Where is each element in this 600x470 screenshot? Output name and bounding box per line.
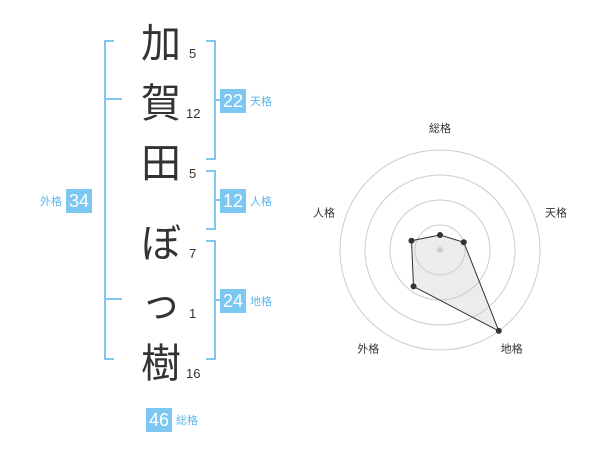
jinkaku-label: 人格 <box>250 195 273 208</box>
name-char-5: っ <box>141 281 181 327</box>
name-char-4: ぼ <box>141 221 181 267</box>
radar-axis-label-5: 人格 <box>313 205 335 219</box>
soukaku-badge: 46 総格 <box>146 408 198 432</box>
radar-ring <box>364 174 516 326</box>
stroke-count-2: 12 <box>186 106 201 121</box>
chikaku-connector <box>214 299 220 301</box>
name-char-1: 加 <box>141 21 181 67</box>
radar-polygon <box>410 234 500 332</box>
radar-ring <box>339 149 541 351</box>
chikaku-value: 24 <box>220 289 247 313</box>
jinkaku-value: 12 <box>220 189 247 213</box>
stroke-count-5: 1 <box>189 306 197 321</box>
name-char-6: 樹 <box>141 341 181 387</box>
tenkaku-label: 天格 <box>250 95 273 108</box>
chikaku-badge: 24 地格 <box>220 289 272 313</box>
tenkaku-badge: 22 天格 <box>220 89 272 113</box>
radar-axis-label-3: 地格 <box>501 342 523 356</box>
gaikaku-label: 外格 <box>40 195 62 208</box>
radar-axis-label-4: 外格 <box>357 342 379 356</box>
stroke-count-6: 16 <box>186 366 201 381</box>
radar-point-5 <box>408 237 415 244</box>
radar-ring <box>414 224 466 276</box>
stroke-count-1: 5 <box>189 46 197 61</box>
jinkaku-connector <box>214 199 220 201</box>
gaikaku-bracket <box>104 40 114 360</box>
stroke-count-3: 5 <box>189 166 197 181</box>
tenkaku-connector <box>214 99 220 101</box>
name-char-3: 田 <box>141 141 181 187</box>
bracket-tick-upper <box>104 98 122 100</box>
radar-point-2 <box>460 239 467 246</box>
gaikaku-badge: 外格 34 <box>40 189 93 213</box>
tenkaku-value: 22 <box>220 89 247 113</box>
radar-point-3 <box>495 327 502 334</box>
jinkaku-badge: 12 人格 <box>220 189 272 213</box>
stroke-count-4: 7 <box>189 246 197 261</box>
radar-center <box>437 247 443 253</box>
radar-axis-label-1: 総格 <box>429 121 451 135</box>
soukaku-label: 総格 <box>176 414 199 427</box>
name-char-2: 賀 <box>141 81 181 127</box>
bracket-tick-lower <box>104 298 122 300</box>
soukaku-value: 46 <box>146 408 173 432</box>
radar-point-4 <box>410 283 417 290</box>
chikaku-label: 地格 <box>250 295 273 308</box>
radar-axis-label-2: 天格 <box>545 205 567 219</box>
gaikaku-value: 34 <box>66 189 93 213</box>
radar-point-1 <box>437 232 443 238</box>
